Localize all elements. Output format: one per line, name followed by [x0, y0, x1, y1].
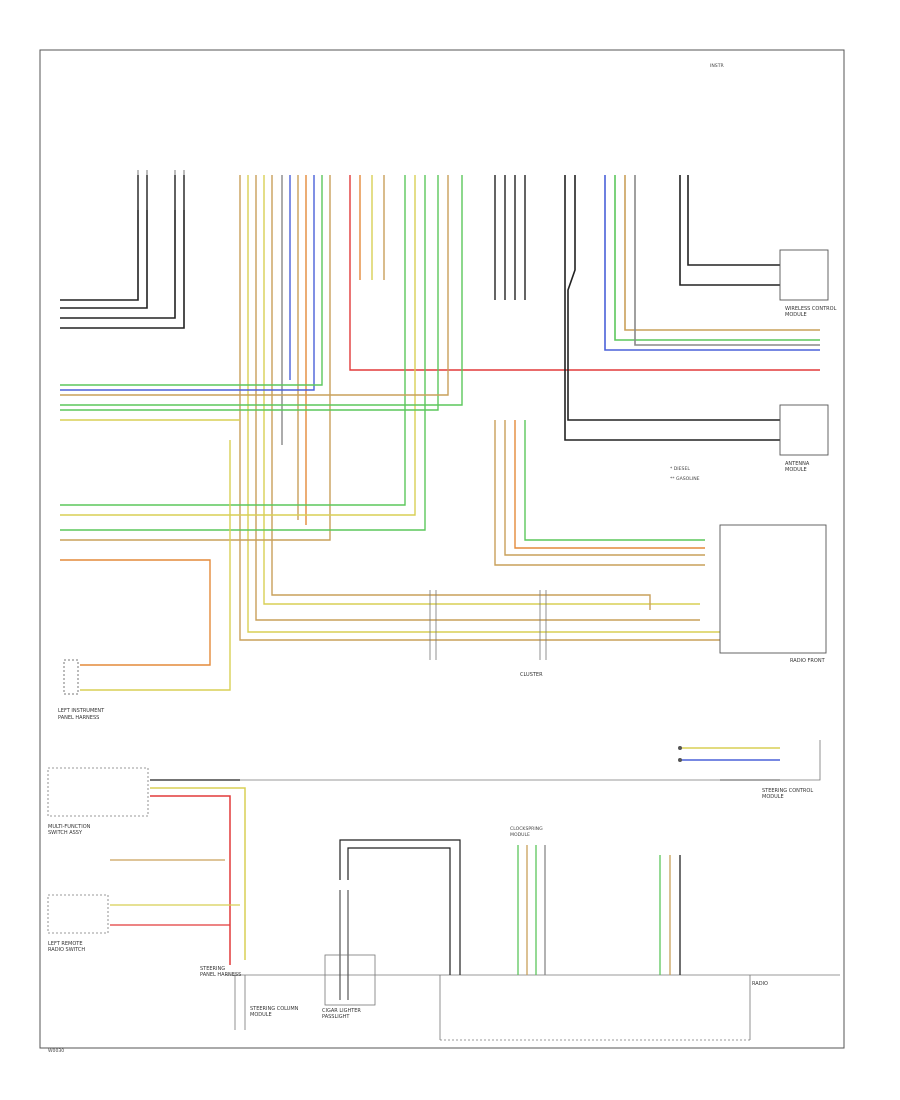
left-instrument-label-1: LEFT INSTRUMENT [58, 708, 105, 714]
bottom-connector-row [225, 974, 840, 1041]
wire-bundle-center [494, 175, 705, 566]
multi-function-label-1: MULTI-FUNCTION [48, 824, 91, 830]
cluster-label: CLUSTER [520, 672, 543, 678]
top-connector-pins [137, 170, 185, 210]
steering-control-label-1: STEERING CONTROL [762, 788, 813, 794]
antenna-module-label-2: MODULE [785, 467, 807, 473]
left-instrument-label-2: PANEL HARNESS [58, 715, 99, 721]
steering-panel-label-1: STEERING [200, 966, 225, 972]
cigar-lighter-label-1: CIGAR LIGHTER [322, 1008, 361, 1014]
inline-connectors [429, 590, 547, 660]
cigar-lighter-area [324, 839, 461, 1006]
wire-bundle-main [60, 175, 820, 641]
clockspring-label-1: CLOCKSPRING [510, 826, 543, 832]
wireless-module-label-2: MODULE [785, 312, 807, 318]
legend-diesel: * DIESEL [670, 466, 690, 472]
multi-function-switch [47, 767, 246, 965]
steering-column-label-1: STEERING COLUMN [250, 1006, 299, 1012]
wire-bundle-right [564, 175, 820, 441]
radio-front-label: RADIO FRONT [790, 658, 826, 664]
clockspring-area [517, 845, 681, 975]
diagram-frame [39, 49, 845, 1049]
cigar-lighter-label-2: PASSLIGHT [322, 1014, 350, 1020]
steering-control-area [150, 740, 821, 781]
left-remote-label-1: LEFT REMOTE [48, 941, 82, 947]
left-remote-label-2: RADIO SWITCH [48, 947, 85, 953]
left-instrument-panel-harness: LEFT INSTRUMENT PANEL HARNESS [58, 659, 105, 721]
radio-bottom-label: RADIO [752, 981, 768, 987]
legend-gasoline: ** GASOLINE [670, 476, 700, 482]
page-tag: INSTR [710, 63, 725, 69]
left-remote-radio-switch: LEFT REMOTE RADIO SWITCH [47, 894, 109, 953]
steering-control-label-2: MODULE [762, 794, 784, 800]
antenna-module-label-1: ANTENNA [785, 461, 810, 467]
clockspring-label-2: MODULE [510, 832, 530, 838]
wire-group-top-left [60, 175, 185, 329]
multi-function-label-2: SWITCH ASSY [48, 830, 83, 836]
left-wire-stubs [60, 419, 240, 691]
steering-panel-label-2: PANEL HARNESS [200, 972, 241, 978]
steering-column-label-2: MODULE [250, 1012, 272, 1018]
footer-tag: W0030 [48, 1048, 64, 1054]
right-connector-boxes [719, 249, 829, 654]
wireless-module-label-1: WIRELESS CONTROL [785, 306, 837, 312]
